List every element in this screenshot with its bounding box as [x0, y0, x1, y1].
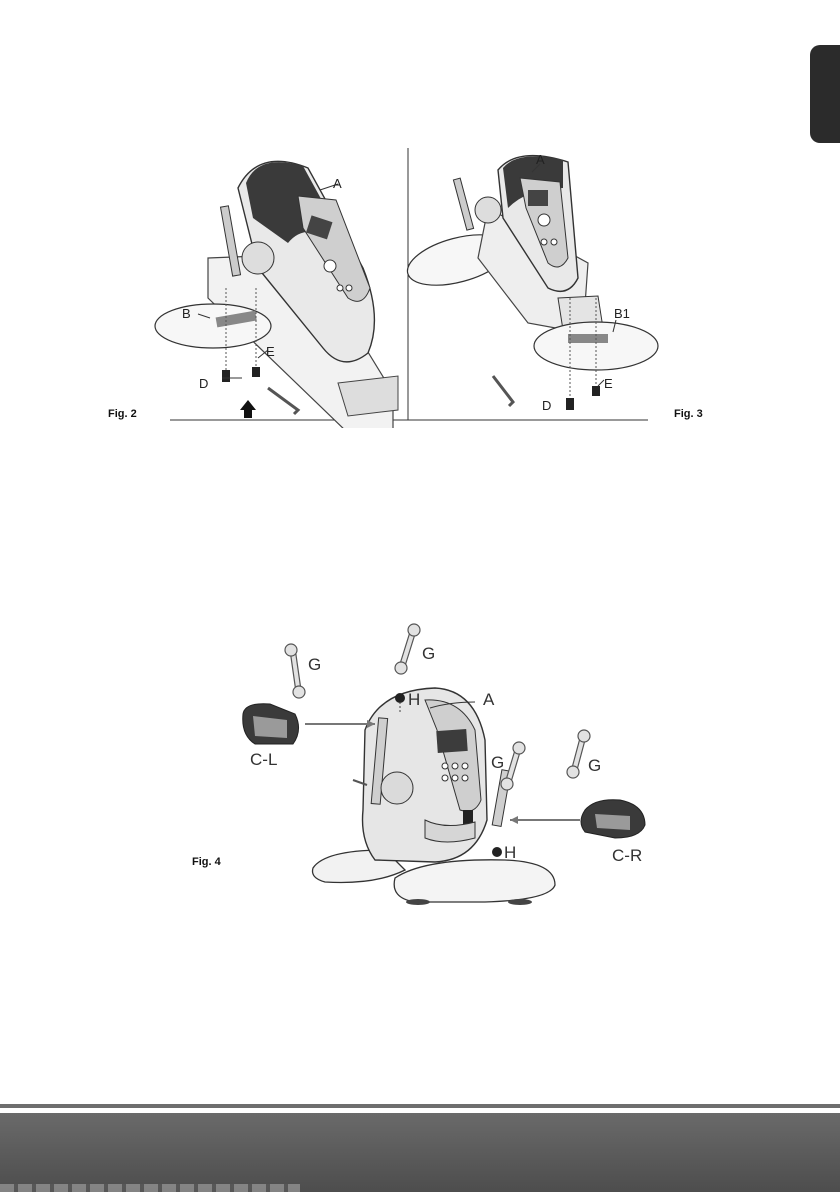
fig3-part-b1: B1: [614, 306, 630, 321]
fig4-part-a: A: [483, 690, 494, 710]
fig4-part-cr: C-R: [612, 846, 642, 866]
fig2-part-b: B: [182, 306, 191, 321]
figure-4-panel: Fig. 4 A G G G G H H C-L C-R: [175, 610, 680, 922]
footer-rule: [0, 1104, 840, 1108]
fig3-label: Fig. 3: [674, 408, 703, 420]
footer-cut-text: [0, 1184, 300, 1192]
fig3-part-a: A: [536, 152, 545, 167]
fig2-part-a: A: [333, 176, 342, 191]
footer-band: [0, 1113, 840, 1192]
fig2-label: Fig. 2: [108, 408, 137, 420]
fig3-part-d: D: [542, 398, 551, 413]
fig2-part-d: D: [199, 376, 208, 391]
fig3-part-e: E: [604, 376, 613, 391]
fig4-part-g-4: G: [588, 756, 601, 776]
fig4-part-g-2: G: [422, 644, 435, 664]
fig4-label: Fig. 4: [192, 856, 221, 868]
fig4-part-cl: C-L: [250, 750, 277, 770]
machine-fig2: [155, 161, 398, 428]
machine-fig3: [402, 156, 658, 410]
fig2-part-e: E: [266, 344, 275, 359]
fig4-part-g-3: G: [491, 753, 504, 773]
language-tab: [810, 45, 840, 143]
fig4-part-h-2: H: [504, 843, 516, 863]
fig4-part-h-1: H: [408, 690, 420, 710]
fig4-part-g-1: G: [308, 655, 321, 675]
figure-2-3-panel: Fig. 2 A B D E Fig. 3 A B1 D E: [108, 148, 720, 428]
